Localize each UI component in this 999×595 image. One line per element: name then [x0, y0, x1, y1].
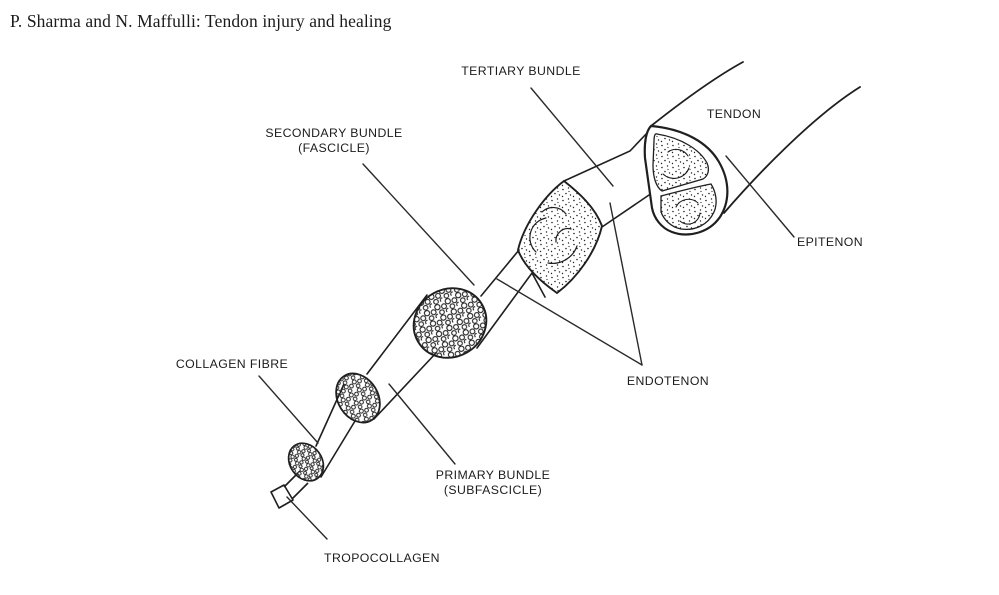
tertiary-bundle-leader-line: [530, 87, 614, 187]
tropocollagen-leader-line: [286, 496, 328, 540]
tendon-outline-curves: [650, 61, 861, 214]
secondary-bundle-leader-line: [362, 163, 475, 286]
tendon-lower-edge: [723, 86, 861, 214]
primary-bundle-face: [335, 372, 381, 424]
tube-tertiary-to-tendon-lower: [601, 194, 650, 228]
label-collagen-fibre: COLLAGEN FIBRE: [175, 357, 289, 371]
label-secondary-bundle: SECONDARY BUNDLE (FASCICLE): [265, 126, 403, 155]
label-endotenon: ENDOTENON: [626, 374, 710, 388]
endotenon-leader-line-right: [609, 202, 643, 366]
secondary-bundle-face: [412, 287, 488, 359]
label-epitenon: EPITENON: [796, 235, 864, 249]
tube-secondary-to-tertiary: [480, 249, 520, 297]
label-tendon: TENDON: [706, 107, 762, 121]
tendon-cross-section: [643, 124, 729, 236]
primary-bundle-leader-line: [388, 383, 456, 465]
tendon-upper-edge: [650, 61, 744, 127]
tube-secondary-to-tertiary-lower: [476, 271, 546, 349]
tertiary-bundle-face: [517, 179, 603, 295]
collagen-fibre-cross-section: [287, 442, 325, 482]
tertiary-bundle-swirls: [529, 206, 578, 264]
leader-lines: [258, 87, 795, 540]
endotenon-leader-line-left: [496, 278, 643, 366]
label-tropocollagen: TROPOCOLLAGEN: [324, 551, 440, 565]
tube-primary-to-secondary: [366, 294, 428, 375]
collagen-fibre-leader-line: [258, 375, 319, 444]
tendon-fascicle-swirls: [662, 148, 701, 225]
collagen-fibre-face: [287, 442, 325, 482]
tertiary-bundle-cross-section: [517, 179, 603, 295]
secondary-bundle-cross-section: [412, 287, 488, 359]
primary-bundle-cross-section: [335, 372, 381, 424]
running-head: P. Sharma and N. Maffulli: Tendon injury…: [10, 11, 392, 31]
rod-end-cap: [270, 484, 294, 509]
label-tertiary-bundle: TERTIARY BUNDLE: [461, 64, 581, 78]
tube-tertiary-to-tendon: [563, 131, 649, 182]
tube-fibre-to-primary-lower: [320, 420, 356, 478]
tendon-fascicle-lower: [660, 183, 717, 231]
tendon-epitenon-leader-line: [725, 155, 795, 238]
tube-primary-to-secondary-lower: [373, 352, 437, 420]
label-primary-bundle: PRIMARY BUNDLE (SUBFASCICLE): [435, 468, 551, 497]
connecting-tubes: [315, 131, 650, 478]
